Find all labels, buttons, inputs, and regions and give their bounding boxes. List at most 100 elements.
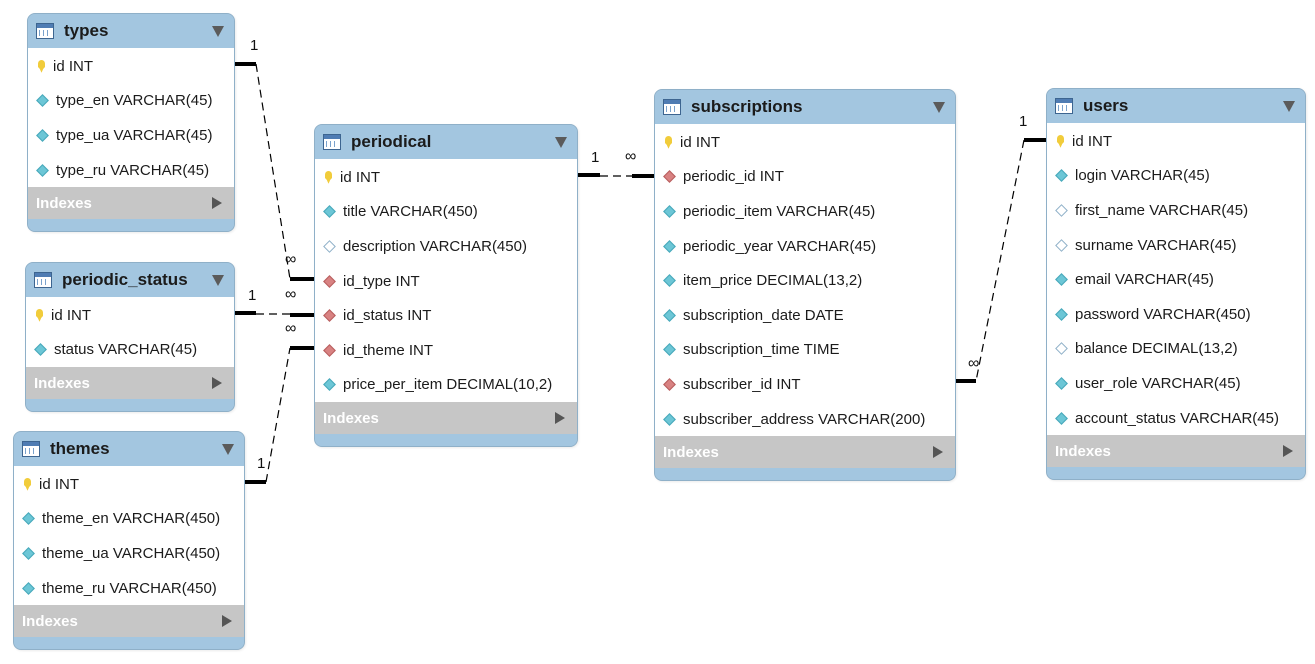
column-diamond-icon (1055, 411, 1068, 425)
column-row[interactable]: periodic_year VARCHAR(45) (655, 229, 955, 264)
column-row[interactable]: type_en VARCHAR(45) (28, 84, 234, 119)
column-row[interactable]: id INT (28, 49, 234, 84)
column-label: balance DECIMAL(13,2) (1075, 340, 1238, 358)
column-label: price_per_item DECIMAL(10,2) (343, 376, 553, 394)
column-label: id INT (340, 168, 381, 186)
column-label: theme_ua VARCHAR(450) (42, 544, 221, 562)
collapse-triangle-icon[interactable] (212, 25, 224, 37)
collapse-triangle-icon[interactable] (212, 274, 224, 286)
column-row[interactable]: password VARCHAR(450) (1047, 297, 1305, 332)
column-diamond-icon (1055, 273, 1068, 287)
column-row[interactable]: title VARCHAR(450) (315, 195, 577, 230)
relationship-periodic-status-periodical[interactable] (234, 311, 314, 317)
indexes-bar[interactable]: Indexes (315, 402, 577, 435)
table-users[interactable]: users id INT login VARCHAR(45) first_nam… (1046, 88, 1306, 481)
table-periodical[interactable]: periodical id INT title VARCHAR(450) des… (314, 124, 578, 448)
collapse-triangle-icon[interactable] (1283, 100, 1295, 112)
table-name: types (64, 21, 109, 40)
column-row[interactable]: theme_ua VARCHAR(450) (14, 536, 244, 571)
column-row[interactable]: account_status VARCHAR(45) (1047, 401, 1305, 436)
column-row[interactable]: item_price DECIMAL(13,2) (655, 263, 955, 298)
column-list: id INT title VARCHAR(450) description VA… (315, 159, 577, 403)
indexes-bar[interactable]: Indexes (655, 436, 955, 469)
column-diamond-icon (663, 205, 676, 218)
column-row[interactable]: id_theme INT (315, 333, 577, 368)
column-row[interactable]: id INT (315, 160, 577, 195)
column-row[interactable]: first_name VARCHAR(45) (1047, 193, 1305, 228)
column-row[interactable]: periodic_item VARCHAR(45) (655, 194, 955, 229)
column-row[interactable]: subscription_date DATE (655, 298, 955, 333)
column-row[interactable]: theme_ru VARCHAR(450) (14, 571, 244, 606)
collapse-triangle-icon[interactable] (933, 101, 945, 113)
primary-key-icon (1057, 134, 1064, 148)
column-label: periodic_id INT (683, 168, 784, 186)
column-row[interactable]: status VARCHAR(45) (26, 333, 234, 368)
column-label: id INT (680, 133, 721, 151)
column-diamond-icon (663, 274, 676, 288)
table-subscriptions[interactable]: subscriptions id INT periodic_id INT per… (654, 89, 956, 482)
column-label: theme_en VARCHAR(450) (42, 510, 221, 528)
column-diamond-icon (36, 129, 49, 142)
indexes-bar[interactable]: Indexes (1047, 435, 1305, 468)
column-label: first_name VARCHAR(45) (1075, 201, 1249, 219)
relationship-types-periodical[interactable] (234, 62, 314, 281)
column-row[interactable]: id_type INT (315, 264, 577, 299)
table-footer (315, 434, 577, 447)
cardinality-one-label: 1 (250, 37, 259, 54)
indexes-label: Indexes (323, 409, 379, 427)
relationship-themes-periodical[interactable] (244, 346, 314, 484)
column-row[interactable]: login VARCHAR(45) (1047, 159, 1305, 194)
column-row[interactable]: id INT (655, 125, 955, 160)
table-header[interactable]: periodical (315, 125, 577, 159)
collapse-triangle-icon[interactable] (555, 136, 567, 148)
table-header[interactable]: periodic_status (26, 263, 234, 297)
table-footer (14, 637, 244, 650)
column-diamond-icon (1055, 377, 1068, 390)
relationship-users-subscriptions[interactable] (955, 138, 1046, 383)
column-row[interactable]: periodic_id INT (655, 160, 955, 195)
table-footer (655, 468, 955, 481)
column-list: id INT status VARCHAR(45) (26, 297, 234, 368)
column-row[interactable]: price_per_item DECIMAL(10,2) (315, 368, 577, 403)
table-themes[interactable]: themes id INT theme_en VARCHAR(450) them… (13, 431, 245, 651)
indexes-bar[interactable]: Indexes (28, 187, 234, 220)
table-header[interactable]: subscriptions (655, 90, 955, 124)
indexes-bar[interactable]: Indexes (26, 367, 234, 400)
table-types[interactable]: types id INT type_en VARCHAR(45) type_ua… (27, 13, 235, 233)
column-label: user_role VARCHAR(45) (1075, 374, 1241, 392)
expand-arrow-icon[interactable] (933, 446, 943, 459)
table-header[interactable]: users (1047, 89, 1305, 123)
table-periodic-status[interactable]: periodic_status id INT status VARCHAR(45… (25, 262, 235, 413)
column-row[interactable]: id_status INT (315, 298, 577, 333)
indexes-bar[interactable]: Indexes (14, 605, 244, 638)
column-row[interactable]: email VARCHAR(45) (1047, 262, 1305, 297)
column-row[interactable]: subscriber_id INT (655, 367, 955, 402)
nullable-column-icon (1055, 204, 1068, 217)
expand-arrow-icon[interactable] (1283, 445, 1293, 458)
expand-arrow-icon[interactable] (222, 615, 232, 628)
column-row[interactable]: user_role VARCHAR(45) (1047, 366, 1305, 401)
column-diamond-icon (22, 512, 35, 526)
table-name: subscriptions (691, 97, 803, 116)
column-row[interactable]: subscriber_address VARCHAR(200) (655, 402, 955, 437)
column-diamond-icon (22, 581, 35, 595)
column-row[interactable]: surname VARCHAR(45) (1047, 228, 1305, 263)
column-row[interactable]: type_ua VARCHAR(45) (28, 118, 234, 153)
expand-arrow-icon[interactable] (555, 412, 565, 425)
expand-arrow-icon[interactable] (212, 377, 222, 390)
table-header[interactable]: themes (14, 432, 244, 466)
expand-arrow-icon[interactable] (212, 197, 222, 210)
column-row[interactable]: balance DECIMAL(13,2) (1047, 332, 1305, 367)
column-row[interactable]: id INT (26, 298, 234, 333)
collapse-triangle-icon[interactable] (222, 443, 234, 455)
column-row[interactable]: description VARCHAR(450) (315, 229, 577, 264)
relationship-periodical-subscriptions[interactable] (577, 173, 654, 178)
column-row[interactable]: theme_en VARCHAR(450) (14, 502, 244, 537)
column-row[interactable]: id INT (14, 467, 244, 502)
table-name: periodical (351, 132, 432, 151)
column-row[interactable]: id INT (1047, 124, 1305, 159)
column-diamond-icon (663, 308, 676, 322)
column-row[interactable]: type_ru VARCHAR(45) (28, 153, 234, 188)
table-header[interactable]: types (28, 14, 234, 48)
column-row[interactable]: subscription_time TIME (655, 333, 955, 368)
